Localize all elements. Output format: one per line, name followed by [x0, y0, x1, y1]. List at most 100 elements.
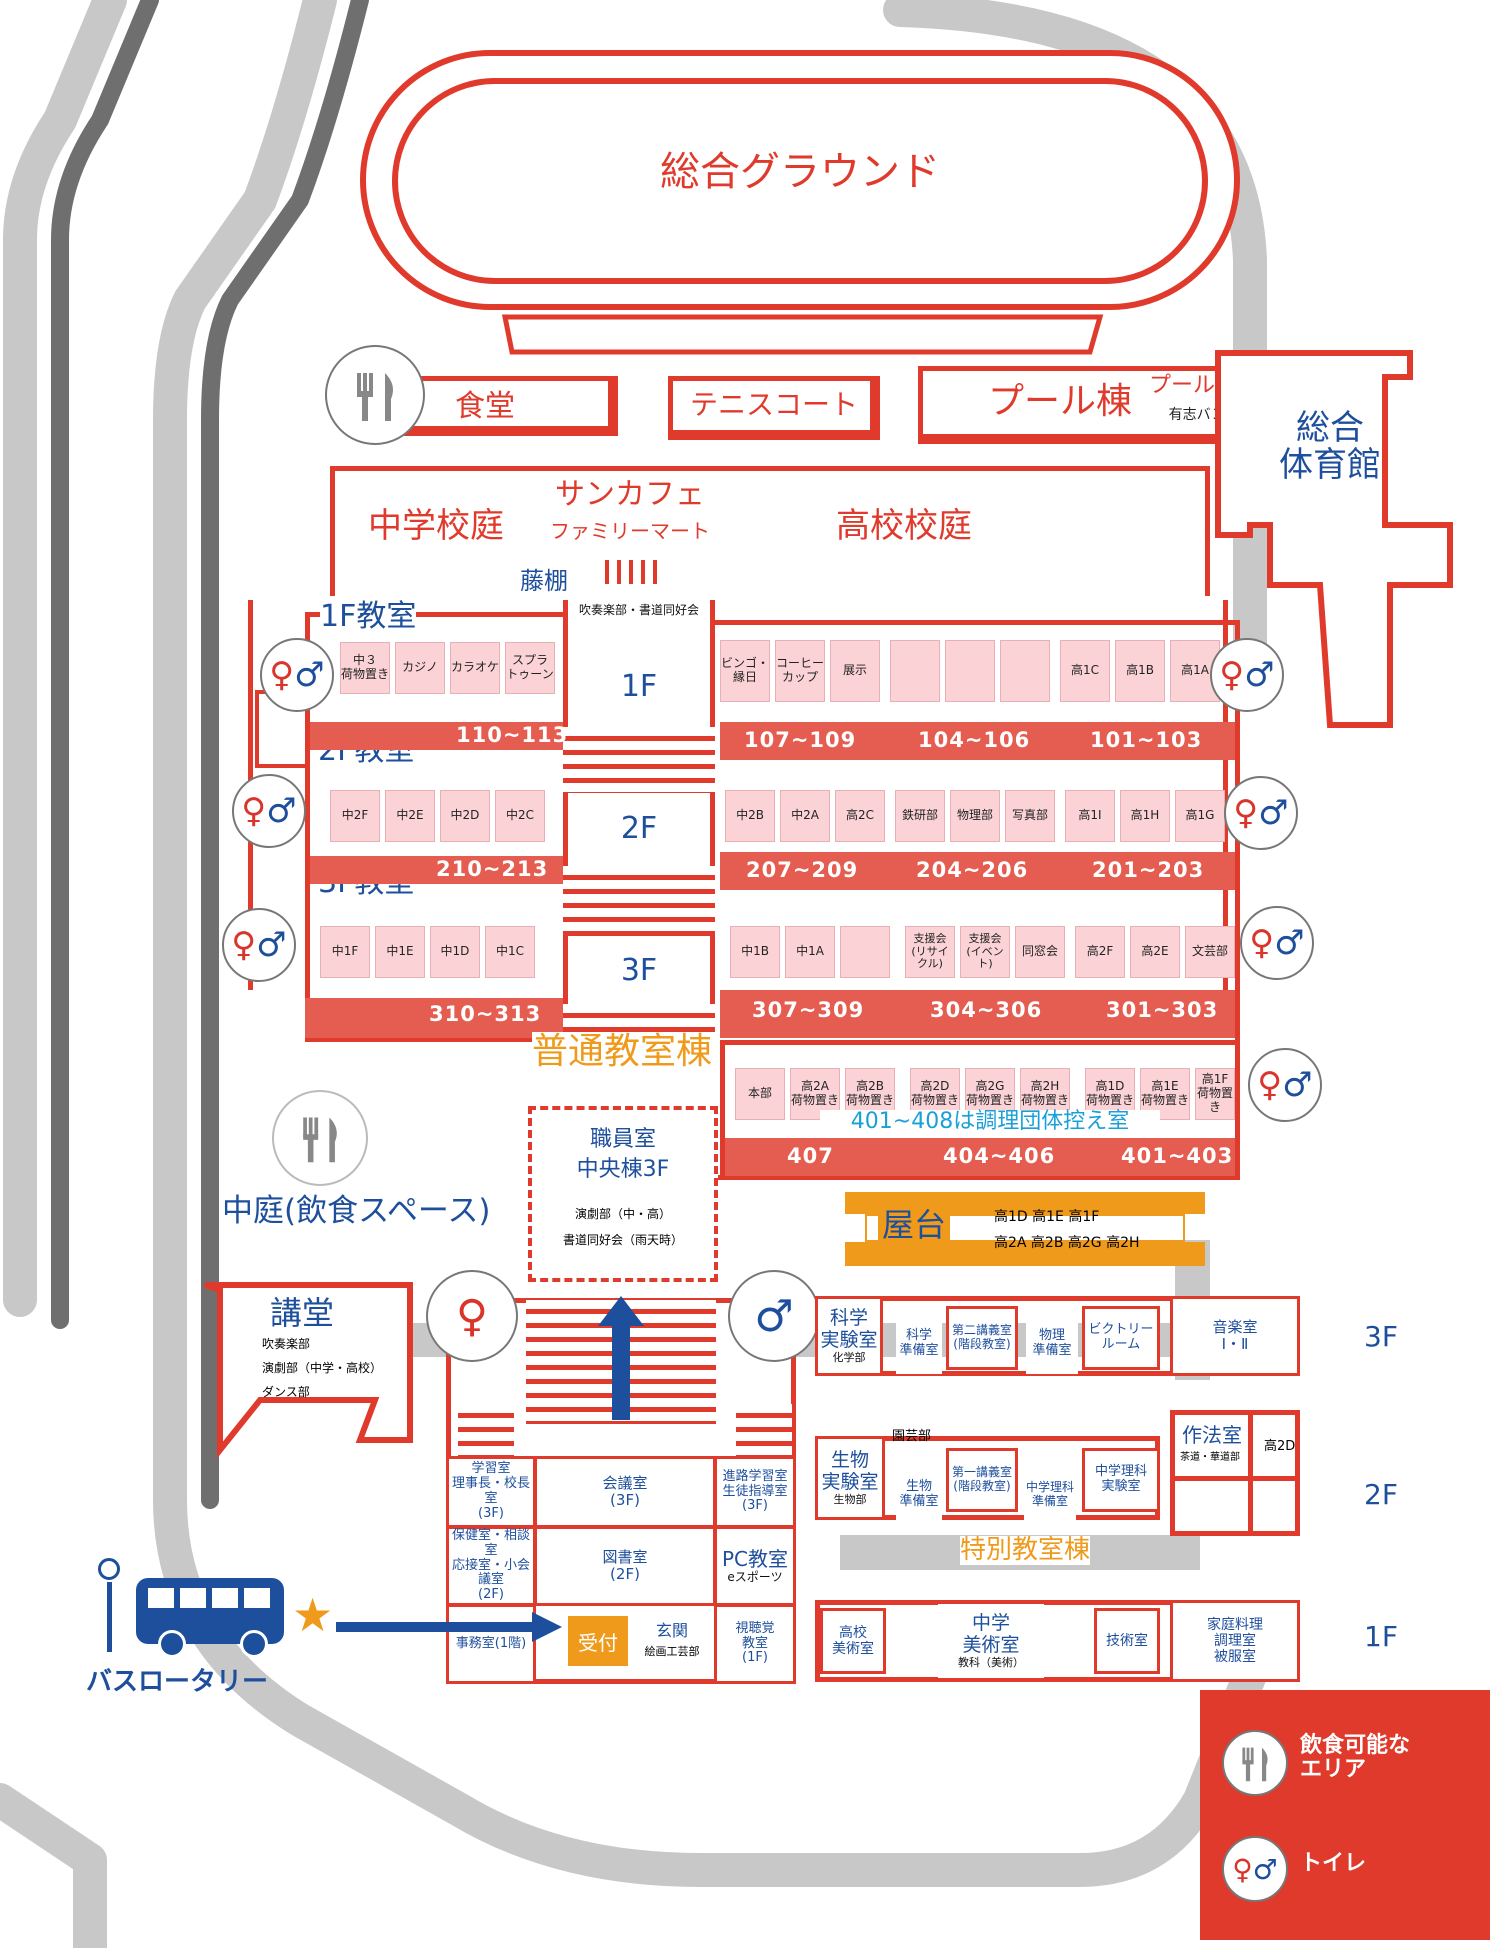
- victory-room: ビクトリー ルーム: [1082, 1306, 1160, 1370]
- east-band-4f: 407 404~406 401~403: [725, 1138, 1235, 1176]
- east-band-text: 401~403: [1121, 1144, 1234, 1168]
- sci-prep: 科学 準備室: [896, 1314, 942, 1374]
- east-room: [945, 640, 995, 702]
- bus-label: バスロータリー: [86, 1667, 269, 1697]
- staff-title: 職員室: [589, 1127, 656, 1152]
- yatai-line-2: 高2A 高2B 高2G 高2H: [994, 1235, 1140, 1251]
- special-title: 特別教室棟: [960, 1535, 1091, 1565]
- east-room: 展示: [830, 640, 880, 702]
- west-band-1f-text: 110~113: [456, 723, 569, 747]
- toilet-icon: ♀♂: [1240, 906, 1314, 980]
- bus-stop-pole: [107, 1582, 112, 1652]
- center-top-label: 吹奏楽部・書道同好会: [578, 603, 699, 617]
- ground-label: 総合グラウンド: [660, 149, 940, 195]
- east-band-text: 204~206: [916, 858, 1029, 882]
- special-2f-right: [1170, 1410, 1300, 1536]
- east-room: 中2A: [780, 790, 830, 842]
- jh-sci-lab: 中学理科 実験室: [1082, 1448, 1160, 1512]
- west-room: 中2F: [330, 790, 380, 842]
- sun-cafe-label: サンカフェ: [555, 477, 705, 512]
- bio-lab-sub: 生物部: [833, 1492, 867, 1506]
- east-band-text: 307~309: [752, 998, 865, 1022]
- home-room: 家庭料理 調理室 被服室: [1170, 1600, 1300, 1682]
- east-room: 高2F: [1075, 926, 1125, 978]
- east-room: 高1E 荷物置き: [1140, 1068, 1190, 1120]
- phys-prep: 物理 準備室: [1026, 1314, 1078, 1374]
- hs2d-label: 高2D: [1264, 1439, 1296, 1454]
- entrance-sub: 絵画工芸部: [644, 1645, 700, 1658]
- tennis-label: テニスコート: [689, 388, 858, 421]
- courtyard-food-icon: [272, 1090, 368, 1186]
- etiquette-label: 作法室: [1182, 1423, 1242, 1447]
- floor-3f-special: 3F: [1364, 1320, 1398, 1353]
- west-room: 中1E: [375, 926, 425, 978]
- auditorium-line-1: 吹奏楽部: [262, 1337, 311, 1351]
- east-band-text: 404~406: [943, 1144, 1056, 1168]
- ground-strip: [501, 314, 1104, 355]
- sci-lab: 科学 実験室 化学部: [815, 1296, 883, 1376]
- east-room: 高2E: [1130, 926, 1180, 978]
- toilet-icon: ♀♂: [1210, 638, 1284, 712]
- east-room: 高2A 荷物置き: [790, 1068, 840, 1120]
- east-room: 同窓会: [1015, 926, 1065, 978]
- career-room: 進路学習室 生徒指導室 (3F): [714, 1456, 796, 1528]
- west-band-1f: 110~113: [310, 722, 567, 750]
- bio-lab: 生物 実験室 生物部: [815, 1436, 885, 1520]
- staff-sub: 中央棟3F: [576, 1157, 670, 1182]
- floor-3f-label: 3F: [620, 953, 658, 988]
- tennis-building: [668, 376, 880, 440]
- east-band-text: 101~103: [1090, 728, 1203, 752]
- east-room: 高1I: [1065, 790, 1115, 842]
- east-room: 写真部: [1005, 790, 1055, 842]
- legend-toilet-icon: ♀♂: [1222, 1836, 1288, 1902]
- office-room: 事務室(1階): [446, 1604, 536, 1684]
- east-room: 高1H: [1120, 790, 1170, 842]
- hs-art: 高校 美術室: [820, 1608, 886, 1674]
- west-wing-outline: [305, 612, 563, 1042]
- meeting-room: 会議室 (3F): [534, 1456, 716, 1528]
- legend-toilet-label: トイレ: [1300, 1851, 1367, 1876]
- east-band-text: 304~306: [930, 998, 1043, 1022]
- auditorium-line-3: ダンス部: [262, 1385, 310, 1399]
- start-star-icon: ★: [292, 1588, 334, 1642]
- cafeteria-label: 食堂: [455, 389, 515, 424]
- av-room: 視聴覚 教室 (1F): [714, 1604, 796, 1684]
- west-room: スプラ トゥーン: [505, 642, 555, 694]
- gym-label: 総合 体育館: [1279, 408, 1381, 486]
- jh-art: 中学 美術室 教科（美術）: [938, 1604, 1044, 1678]
- esports-label: eスポーツ: [727, 1569, 783, 1584]
- auditorium-title: 講堂: [270, 1294, 335, 1332]
- east-band-1f: 107~109 104~106 101~103: [720, 722, 1235, 760]
- central-stair-right: [736, 1404, 792, 1460]
- west-band-2f-text: 210~213: [436, 857, 549, 881]
- west-room: 中2C: [495, 790, 545, 842]
- east-band-text: 201~203: [1092, 858, 1205, 882]
- sci-lab-label: 科学 実験室: [820, 1306, 878, 1351]
- library-room: 図書室 (2F): [534, 1526, 716, 1606]
- staff-room: [528, 1106, 718, 1282]
- stair-2: [563, 866, 715, 936]
- west-band-3f-text: 310~313: [429, 1002, 542, 1026]
- pc-room: PC教室 eスポーツ: [714, 1526, 796, 1606]
- staff-line-2: 書道同好会（雨天時）: [562, 1233, 683, 1247]
- east-room: 高1C: [1060, 640, 1110, 702]
- east-room: 文芸部: [1185, 926, 1235, 978]
- east-room: 物理部: [950, 790, 1000, 842]
- toilet-female-icon: ♀: [426, 1270, 518, 1362]
- west-band-2f: 210~213: [310, 856, 563, 884]
- east-band-text: 104~106: [918, 728, 1031, 752]
- toilet-icon: ♀♂: [222, 908, 296, 982]
- bio-lab-label: 生物 実験室: [821, 1448, 879, 1493]
- staff-line-1: 演劇部（中・高）: [574, 1207, 671, 1221]
- east-room: 本部: [735, 1068, 785, 1120]
- center-column: [563, 600, 715, 1020]
- bus-stop-icon: [98, 1558, 120, 1580]
- bio-prep: 生物 準備室: [896, 1470, 942, 1520]
- east-band-text: 107~109: [744, 728, 857, 752]
- east-room: [840, 926, 890, 978]
- pool-building: [918, 366, 1244, 444]
- entrance-label: 玄関: [655, 1621, 688, 1640]
- route-arrow-icon: [336, 1612, 562, 1642]
- east-room: 鉄研部: [895, 790, 945, 842]
- auditorium-line-2: 演劇部（中学・高校）: [262, 1361, 383, 1375]
